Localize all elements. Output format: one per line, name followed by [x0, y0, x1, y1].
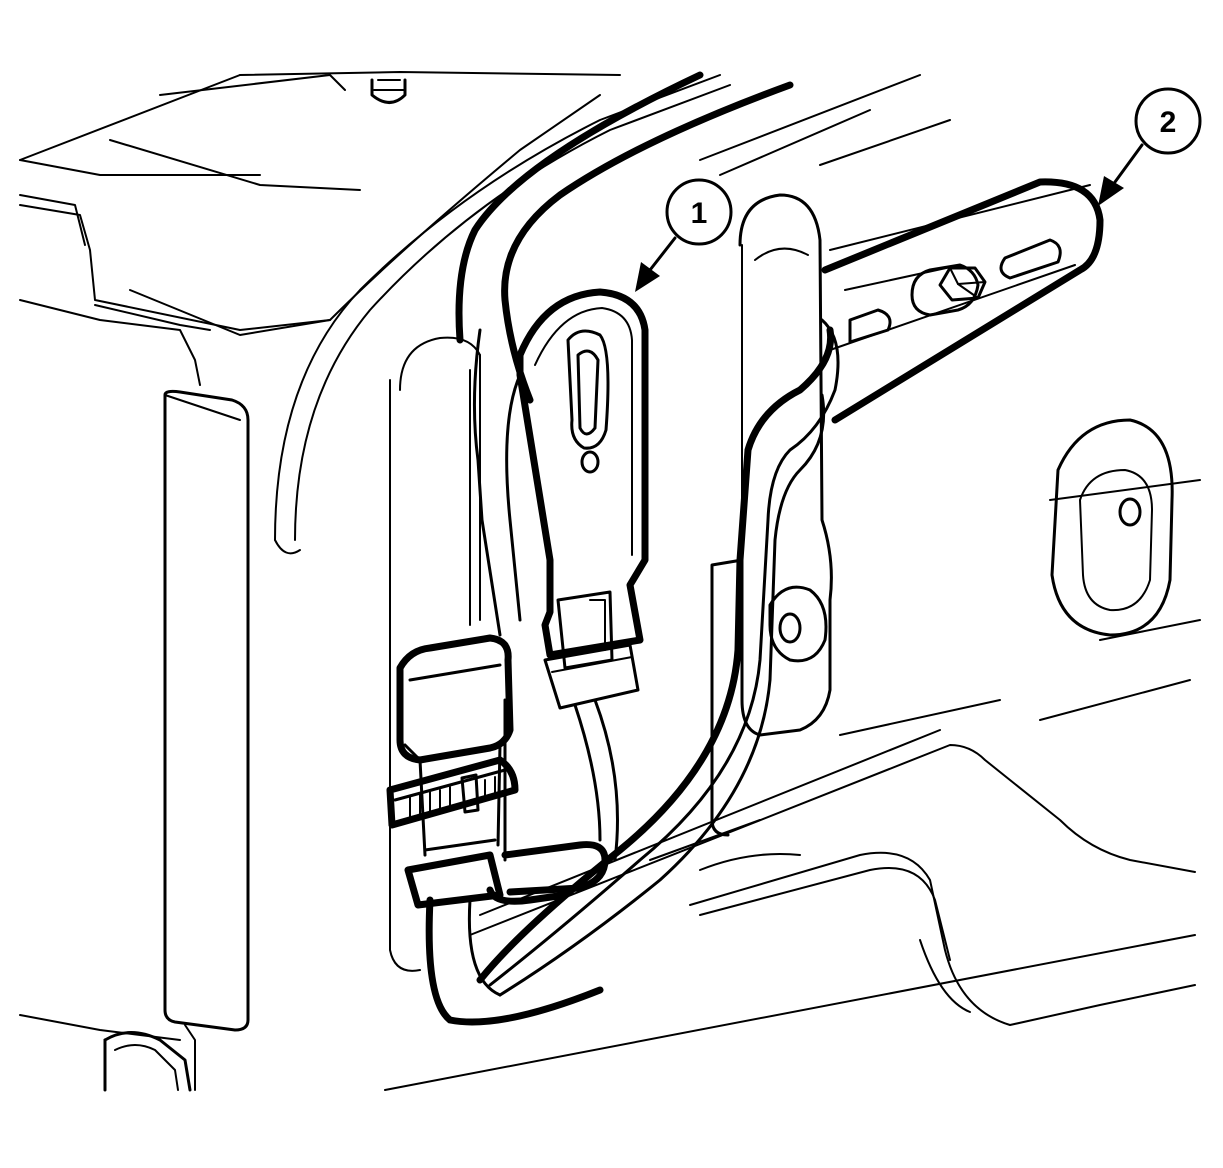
wiring-harness: [425, 71, 840, 1026]
mounting-bracket: [821, 178, 1104, 424]
callout-2-arrowhead: [1098, 176, 1124, 206]
callout-1-circle: [665, 178, 733, 246]
callout-1: 1: [635, 178, 733, 292]
sensor: [516, 288, 649, 710]
callout-1-arrowhead: [635, 262, 660, 292]
callout-2-circle: [1134, 87, 1202, 155]
left-body-panel: [19, 71, 731, 1092]
wiring-connector: [386, 634, 519, 909]
callout-2-label: 2: [1160, 106, 1177, 139]
callout-2: 2: [1098, 87, 1202, 206]
callout-1-label: 1: [691, 197, 708, 230]
inner-panel: [384, 74, 1201, 1091]
